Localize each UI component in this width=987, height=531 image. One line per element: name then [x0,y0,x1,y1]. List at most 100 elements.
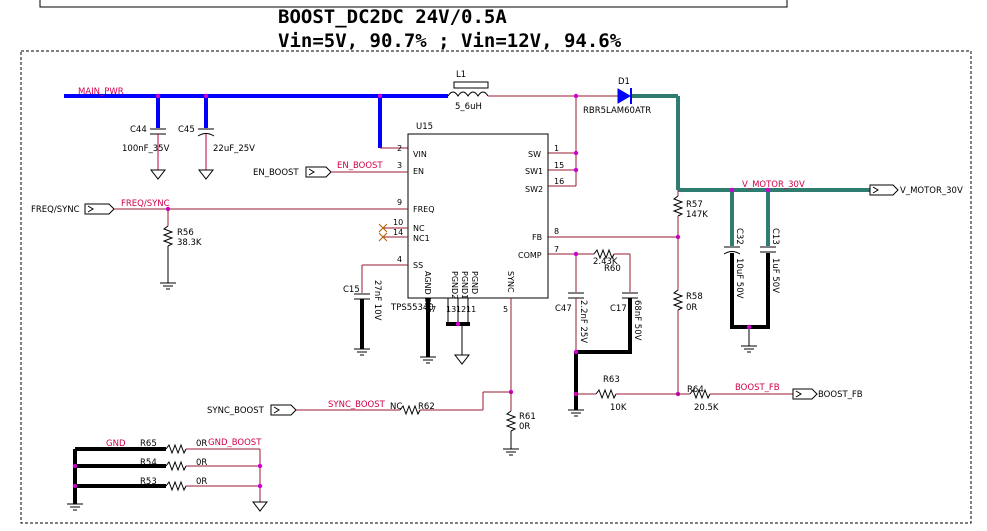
c32-value: 10uF 50V [734,258,744,299]
r64-value: 20.5K [694,403,719,413]
pin-name-agnd: AGND EXP [423,271,432,313]
r53-ref: R53 [140,477,157,487]
pin-name-nc: NC [413,224,425,233]
r61-ref: R61 [519,412,536,422]
port-freq-sync [84,203,408,215]
nc-markers [378,223,408,242]
pin-name-pgnd1: PGND1 [460,271,469,299]
net-boost-fb: BOOST_FB [735,383,780,393]
r54-value: 0R [196,458,207,468]
resistor-r57 [672,190,684,290]
pin-num-sw: 1 [554,144,559,153]
pin-name-sw: SW [528,150,541,159]
inductor-l1 [447,81,618,97]
r57-value: 147K [686,210,708,220]
ic-part: TPS55340 [390,303,434,313]
efficiency-note: Vin=5V, 90.7% ; Vin=12V, 94.6% [278,30,622,52]
l1-ref: L1 [456,70,466,80]
c15-value: 27nF 10V [372,280,382,321]
sync-wiring [296,298,514,416]
capacitor-c32 [723,246,741,255]
capacitor-c17 [622,292,638,352]
port-en-boost-label: EN_BOOST [253,168,299,178]
pin-num-freq: 9 [397,198,402,207]
pin-name-pgnd2: PGND2 [450,271,459,299]
port-v-motor [869,184,899,196]
l1-value: 5_6uH [455,102,482,112]
pin-name-ss: SS [413,261,423,270]
c47-ref: C47 [555,304,572,314]
r63-ref: R63 [603,375,620,385]
pin-num-ss: 4 [397,255,402,264]
capacitor-c47 [568,292,584,352]
net-sync-boost: SYNC_BOOST [328,400,386,410]
port-freq-sync-label: FREQ/SYNC [31,205,80,215]
pin-name-freq: FREQ [413,205,435,214]
diode-d1 [617,88,632,104]
net-gnd-boost: GND_BOOST [208,438,262,448]
ic-ref: U15 [416,122,433,132]
ic-u15-body [407,133,549,299]
r62-ref: R62 [418,402,435,412]
r64-ref: R64 [687,385,704,395]
pin-name-sw2: SW2 [525,185,543,194]
capacitor-c15 [354,264,408,356]
output-cap-ground [730,253,770,353]
pin-name-comp: COMP [518,251,542,260]
port-boost-fb [792,388,818,400]
pin-num-nc1: 14 [393,228,403,237]
capacitor-c44 [149,128,167,180]
r65-value: 0R [196,439,207,449]
r56-ref: R56 [177,228,194,238]
r60-ref: R60 [604,264,621,274]
r63-value: 10K [610,403,627,413]
pin-name-sync: SYNC [506,271,515,293]
top-frame [39,0,788,8]
r60-value: 2.43K [593,257,618,267]
pin-num-fb: 8 [554,227,559,236]
r57-ref: R57 [686,200,703,210]
output-rail [632,94,870,246]
resistor-r63 [576,388,678,400]
c47-value: 2.2nF 25V [578,300,588,343]
gnd-bridge [67,443,269,512]
r58-value: 0R [686,303,697,313]
r54-ref: R54 [140,458,157,468]
net-en-boost: EN_BOOST [337,161,383,171]
pin-name-pgnd: PGND [470,271,479,294]
pin-num-sw2: 16 [554,177,564,186]
r58-ref: R58 [686,292,703,302]
port-boost-fb-label: BOOST_FB [818,390,863,400]
c13-value: 1uF 50V [770,258,780,293]
pin-num-agnd: 17 [426,305,436,314]
d1-value: RBR5LAM60ATR [583,106,651,116]
c15-ref: C15 [343,285,360,295]
r61-value: 0R [519,422,530,432]
r65-ref: R65 [140,439,157,449]
pin-num-comp: 7 [554,245,559,254]
pin-num-pgnd2: 13 [446,305,456,314]
pin-num-sw1: 15 [554,161,564,170]
port-sync-boost-label: SYNC_BOOST [207,406,265,416]
sw-node [548,93,579,187]
c44-value: 100nF_35V [122,144,170,154]
r53-value: 0R [196,477,207,487]
capacitor-c45 [197,128,215,180]
d1-ref: D1 [618,77,630,87]
pin-num-vin: 2 [397,144,402,153]
net-freq-sync: FREQ/SYNC [121,199,170,209]
port-en-boost [305,166,408,178]
schematic-title: BOOST_DC2DC 24V/0.5A [278,6,507,28]
resistor-r61 [503,392,519,456]
pin-name-sw1: SW1 [525,167,543,176]
c17-value: 68nF 50V [632,300,642,341]
resistor-r56 [160,209,176,290]
c45-value: 22uF_25V [213,144,255,154]
r62-value: NC [390,402,402,412]
comp-network [548,248,631,292]
net-main-pwr: MAIN_PWR [78,87,124,97]
pin-name-fb: FB [532,233,542,242]
net-gnd: GND [106,439,126,449]
pin-num-pgnd1: 12 [456,305,466,314]
r56-value: 38.3K [177,238,202,248]
